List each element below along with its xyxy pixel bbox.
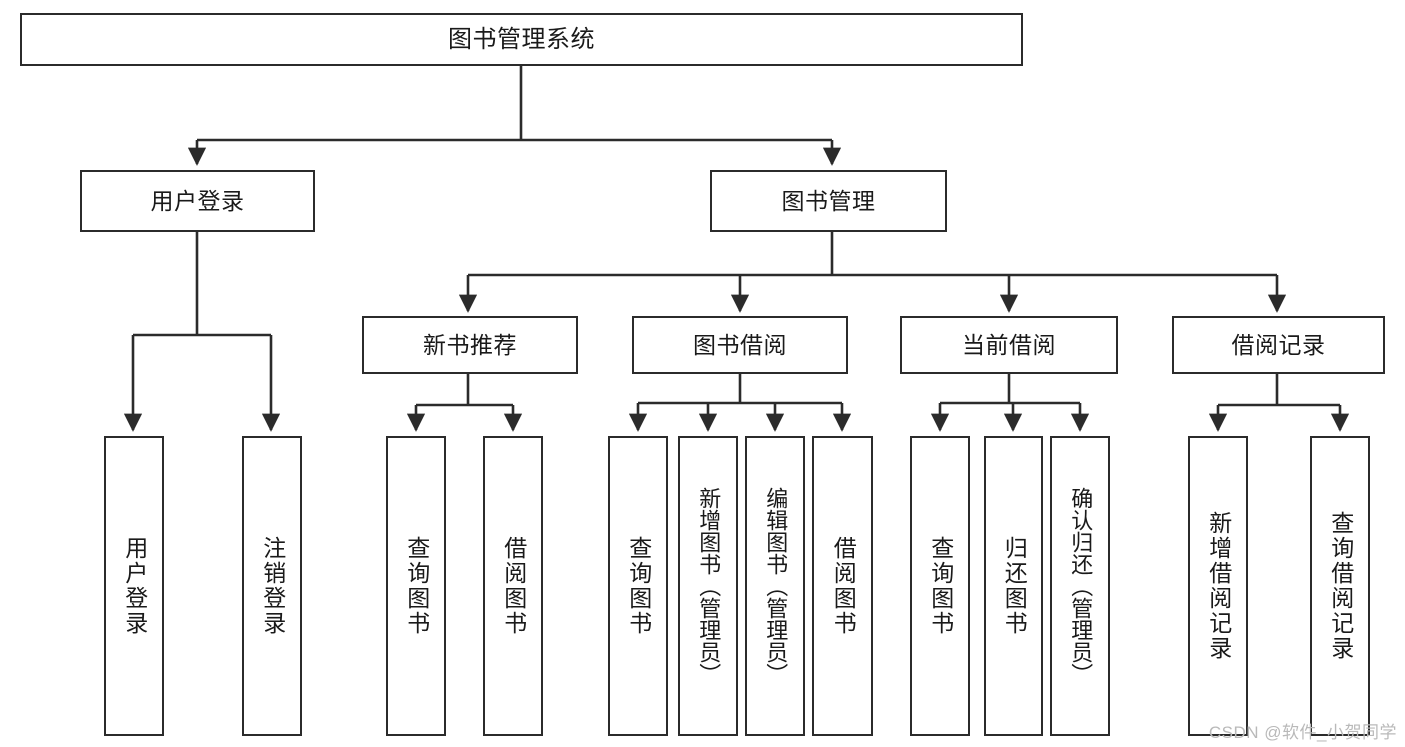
node-label: 借阅记录	[1231, 331, 1326, 358]
leaf-query-book-recommend[interactable]: 查询图书	[386, 436, 446, 736]
leaf-confirm-return-admin[interactable]: 确认归还（管理员）	[1050, 436, 1110, 736]
leaf-query-book-borrow[interactable]: 查询图书	[608, 436, 668, 736]
node-new-book-recommend[interactable]: 新书推荐	[362, 316, 578, 374]
node-label: 用户登录	[121, 536, 148, 636]
leaf-user-login[interactable]: 用户登录	[104, 436, 164, 736]
node-label: 归还图书	[1001, 536, 1028, 636]
node-label: 查询图书	[403, 536, 430, 636]
leaf-borrow-book[interactable]: 借阅图书	[812, 436, 873, 736]
node-root-system[interactable]: 图书管理系统	[20, 13, 1023, 66]
leaf-borrow-book-recommend[interactable]: 借阅图书	[483, 436, 543, 736]
node-label: 图书管理系统	[448, 25, 595, 53]
node-label: 图书管理	[781, 187, 876, 214]
node-label: 当前借阅	[962, 331, 1056, 358]
node-user-login[interactable]: 用户登录	[80, 170, 315, 232]
node-book-management[interactable]: 图书管理	[710, 170, 947, 232]
node-label: 用户登录	[150, 187, 245, 214]
node-label: 查询借阅记录	[1327, 511, 1354, 661]
node-book-borrow[interactable]: 图书借阅	[632, 316, 848, 374]
leaf-add-book-admin[interactable]: 新增图书（管理员）	[678, 436, 738, 736]
node-label: 图书借阅	[693, 331, 787, 358]
node-label: 新增图书（管理员）	[696, 487, 722, 685]
leaf-edit-book-admin[interactable]: 编辑图书（管理员）	[745, 436, 805, 736]
leaf-query-book-current[interactable]: 查询图书	[910, 436, 970, 736]
node-label: 新增借阅记录	[1205, 511, 1232, 661]
node-current-borrow[interactable]: 当前借阅	[900, 316, 1118, 374]
node-label: 借阅图书	[830, 536, 857, 636]
leaf-return-book[interactable]: 归还图书	[984, 436, 1043, 736]
node-label: 查询图书	[625, 536, 652, 636]
leaf-add-borrow-record[interactable]: 新增借阅记录	[1188, 436, 1248, 736]
node-label: 确认归还（管理员）	[1068, 487, 1094, 685]
node-label: 注销登录	[259, 536, 286, 636]
node-label: 编辑图书（管理员）	[763, 487, 789, 685]
node-borrow-record[interactable]: 借阅记录	[1172, 316, 1385, 374]
leaf-logout[interactable]: 注销登录	[242, 436, 302, 736]
leaf-query-borrow-record[interactable]: 查询借阅记录	[1310, 436, 1370, 736]
node-label: 借阅图书	[500, 536, 527, 636]
csdn-watermark: CSDN @软件_小贺同学	[1208, 723, 1397, 742]
node-label: 查询图书	[927, 536, 954, 636]
node-label: 新书推荐	[423, 331, 517, 358]
